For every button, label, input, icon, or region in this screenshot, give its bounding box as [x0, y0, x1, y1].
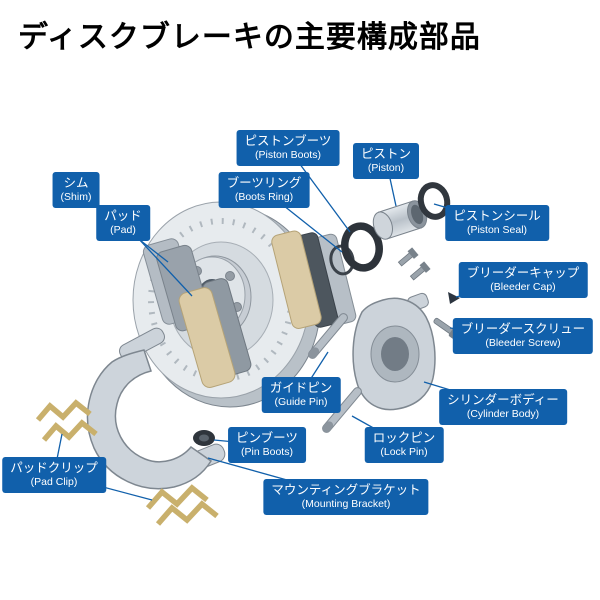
caliper-bolt-icon [397, 247, 419, 267]
label-piston-seal-en: (Piston Seal) [466, 224, 528, 237]
label-boots-ring-en: (Boots Ring) [234, 191, 294, 204]
piston-part [372, 200, 428, 240]
label-shim-en: (Shim) [60, 191, 92, 204]
label-shim-jp: シム [63, 176, 89, 190]
label-piston: ピストン (Piston) [352, 143, 420, 179]
label-bleeder-cap-en: (Bleeder Cap) [490, 281, 556, 294]
label-boots-ring-jp: ブーツリング [226, 176, 302, 190]
label-pin-boots-jp: ピンブーツ [236, 431, 298, 445]
label-piston-en: (Piston) [367, 162, 405, 175]
label-mounting-bracket-en: (Mounting Bracket) [301, 498, 391, 511]
label-guide-pin-jp: ガイドピン [269, 381, 333, 395]
label-mounting-bracket-jp: マウンティングブラケット [271, 483, 421, 497]
piston-boots-part [341, 222, 383, 272]
label-piston-seal-jp: ピストンシール [453, 209, 541, 223]
label-boots-ring: ブーツリング (Boots Ring) [218, 172, 310, 208]
label-pad-clip: パッドクリップ (Pad Clip) [2, 457, 106, 493]
label-lock-pin-en: (Lock Pin) [380, 446, 428, 459]
label-piston-seal: ピストンシール (Piston Seal) [445, 205, 549, 241]
label-cylinder-body-jp: シリンダーボディー [447, 393, 559, 407]
page-title: ディスクブレーキの主要構成部品 [18, 21, 481, 54]
label-cylinder-body-en: (Cylinder Body) [466, 408, 540, 421]
label-bleeder-screw-en: (Bleeder Screw) [485, 337, 561, 350]
label-lock-pin: ロックピン (Lock Pin) [364, 427, 444, 463]
label-pad-jp: パッド [104, 209, 142, 223]
cylinder-body-part [352, 292, 436, 411]
boots-ring-part [329, 244, 355, 276]
outer-pad-stack-part [271, 230, 357, 329]
label-piston-boots-en: (Piston Boots) [255, 149, 321, 162]
label-guide-pin: ガイドピン (Guide Pin) [261, 377, 341, 413]
label-mounting-bracket: マウンティングブラケット (Mounting Bracket) [263, 479, 429, 515]
label-pad-clip-en: (Pad Clip) [30, 476, 78, 489]
caliper-bolt-icon [409, 261, 431, 281]
label-bleeder-screw-jp: ブリーダースクリュー [460, 322, 586, 336]
inner-pad-part [178, 278, 252, 388]
label-bleeder-cap-jp: ブリーダーキャップ [466, 266, 580, 280]
label-lock-pin-jp: ロックピン [372, 431, 436, 445]
label-pad: パッド (Pad) [96, 205, 150, 241]
pin-boots-part [193, 430, 215, 446]
label-pad-en: (Pad) [110, 224, 136, 237]
label-piston-boots-jp: ピストンブーツ [244, 134, 332, 148]
label-piston-jp: ピストン [360, 147, 412, 161]
label-guide-pin-en: (Guide Pin) [274, 396, 328, 409]
guide-pin-part [308, 313, 348, 359]
pad-clip-lower-part [145, 484, 219, 526]
label-shim: シム (Shim) [52, 172, 100, 208]
label-pin-boots: ピンブーツ (Pin Boots) [228, 427, 306, 463]
piston-seal-part [417, 182, 451, 220]
label-piston-boots: ピストンブーツ (Piston Boots) [236, 130, 340, 166]
label-pin-boots-en: (Pin Boots) [241, 446, 293, 459]
mounting-bracket-part [86, 327, 226, 490]
label-bleeder-cap: ブリーダーキャップ (Bleeder Cap) [458, 262, 588, 298]
pad-clip-upper-part [35, 399, 98, 442]
label-cylinder-body: シリンダーボディー (Cylinder Body) [439, 389, 567, 425]
bleeder-cap-part [448, 292, 460, 304]
label-pad-clip-jp: パッドクリップ [10, 461, 98, 475]
label-bleeder-screw: ブリーダースクリュー (Bleeder Screw) [452, 318, 594, 354]
